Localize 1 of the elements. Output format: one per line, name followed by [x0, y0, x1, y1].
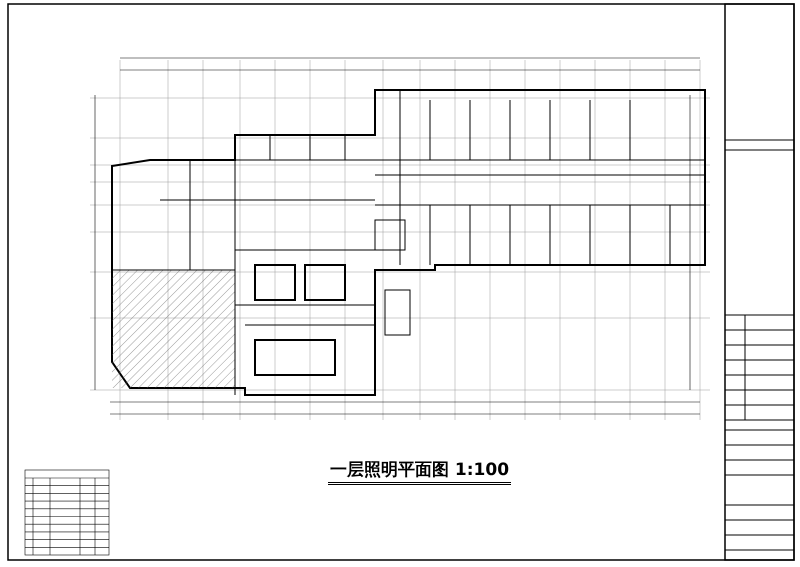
drawing-title: 一层照明平面图 1:100: [328, 458, 512, 485]
